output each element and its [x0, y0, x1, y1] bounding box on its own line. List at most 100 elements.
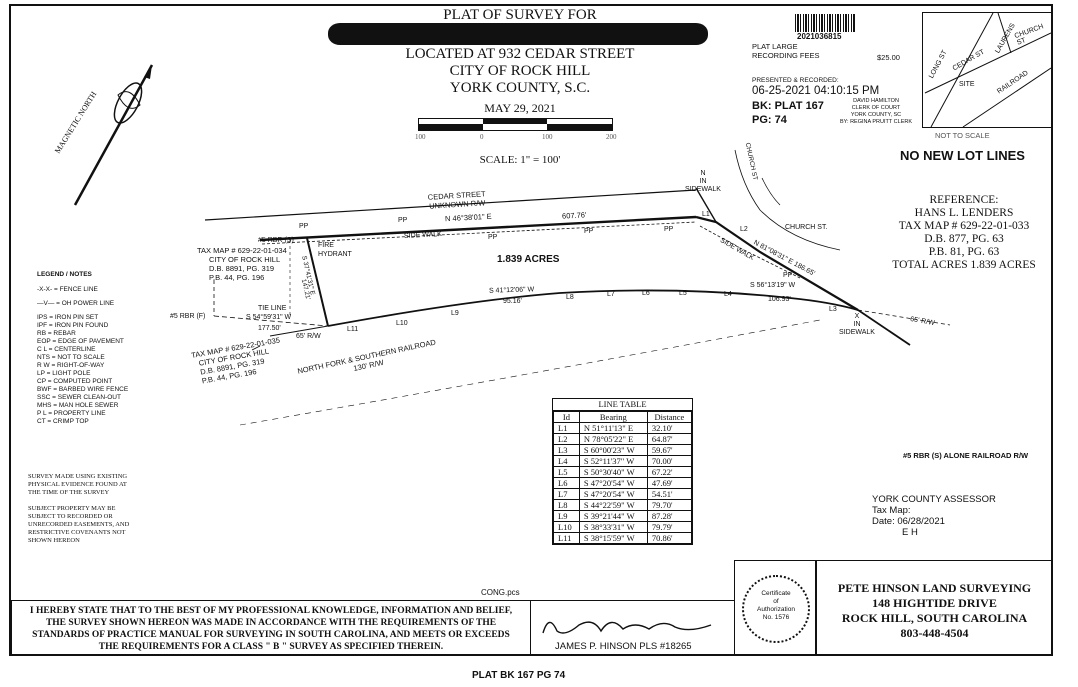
line-table-title: LINE TABLE [553, 399, 692, 411]
signature-graphic [542, 621, 712, 634]
legend-item: BWF = BARBED WIRE FENCE [37, 386, 129, 393]
north-arrow-icon [73, 64, 154, 206]
survey-date: MAY 29, 2021 [484, 101, 556, 115]
legend-item: C L = CENTERLINE [37, 346, 96, 353]
legend-item: LP = LIGHT POLE [37, 370, 91, 377]
scale-bar [418, 118, 613, 131]
signature-box: JAMES P. HINSON PLS #18265 [531, 600, 734, 656]
tie-bearing: S 54°59'31" W [246, 314, 292, 321]
church-st-label: CHURCH ST. [785, 224, 828, 231]
presented-label: PRESENTED & RECORDED: [752, 77, 839, 84]
rail-distance-2: 106.93' [768, 296, 791, 303]
rail-bearing-2: S 56°13'19" W [750, 282, 796, 289]
segment-label: L6 [642, 290, 650, 297]
rbr-s-label: #5 RBR (S) [258, 237, 294, 244]
power-pole-label: PP [584, 228, 594, 235]
file-name: CONG.pcs [481, 588, 520, 597]
legend-item: R W = RIGHT-OF-WAY [37, 362, 105, 369]
segment-label: L9 [451, 310, 459, 317]
tie-line-label: TIE LINE [258, 305, 287, 312]
tie-distance: 177.50' [258, 325, 281, 332]
legend-item: CP = COMPUTED POINT [37, 378, 113, 385]
legend: LEGEND / NOTES -X-X- = FENCE LINE —V— = … [37, 271, 167, 426]
barcode [795, 14, 855, 32]
county-line: YORK COUNTY, S.C. [449, 80, 591, 96]
tax-map-top: TAX MAP # 629-22-01-034 CITY OF ROCK HIL… [197, 246, 287, 282]
rail-distance: 95.16' [503, 298, 522, 305]
segment-label: L2 [740, 226, 748, 233]
legend-item: RB = REBAR [37, 330, 76, 337]
power-pole-label: PP [299, 223, 309, 230]
footer-plat-ref: PLAT BK 167 PG 74 [472, 670, 566, 681]
city-line: CITY OF ROCK HILL [449, 63, 591, 79]
scale-tick-label: 0 [480, 133, 484, 141]
legend-item: NTS = NOT TO SCALE [37, 354, 105, 361]
recorded-datetime: 06-25-2021 04:10:15 PM [752, 85, 880, 97]
redacted-owner-name [328, 23, 708, 45]
legend-item: EOP = EDGE OF PAVEMENT [37, 338, 124, 345]
scale-tick-label: 100 [542, 133, 553, 141]
segment-label: L8 [566, 294, 574, 301]
segment-label: L10 [396, 320, 408, 327]
segment-label: L11 [347, 326, 359, 333]
scale-text: SCALE: 1" = 100' [479, 154, 561, 166]
legend-title: LEGEND / NOTES [37, 271, 92, 278]
vicinity-site-label: SITE [959, 81, 975, 88]
acreage-label: 1.839 ACRES [497, 254, 560, 265]
legend-item: IPS = IRON PIN SET [37, 314, 99, 321]
legend-item: —V— = OH POWER LINE [37, 300, 115, 307]
plat-title: PLAT OF SURVEY FOR [443, 7, 597, 23]
fee-amount: $25.00 [877, 53, 900, 62]
segment-label: L7 [607, 291, 615, 298]
vicinity-lines [924, 13, 1051, 127]
legend-item: SSC = SEWER CLEAN-OUT [37, 394, 121, 401]
surveyor-statement: I HEREBY STATE THAT TO THE BEST OF MY PR… [11, 600, 531, 656]
power-pole-label: PP [398, 217, 408, 224]
reference-block: REFERENCE: HANS L. LENDERS TAX MAP # 629… [892, 194, 1036, 271]
rbr-f-label: #5 RBR (F) [170, 313, 206, 320]
segment-label: L4 [724, 291, 732, 298]
location-line: LOCATED AT 932 CEDAR STREET [405, 46, 635, 62]
front-distance: 607.76' [561, 210, 587, 221]
scale-tick-label: 200 [606, 133, 617, 141]
power-pole-label: PP [488, 234, 498, 241]
legend-item: P L = PROPERTY LINE [37, 410, 106, 417]
power-pole-label: PP [783, 272, 793, 279]
segment-label: L3 [829, 306, 837, 313]
rbr-alone-note: #5 RBR (S) ALONE RAILROAD R/W [903, 451, 1029, 460]
legend-item: IPF = IRON PIN FOUND [37, 322, 109, 329]
segment-label: L5 [679, 290, 687, 297]
legend-item: -X-X- = FENCE LINE [37, 286, 98, 293]
drawing-border [9, 4, 1053, 656]
rw-label: 65' R/W [296, 333, 321, 340]
not-to-scale: NOT TO SCALE [935, 131, 990, 140]
vicinity-map: LAURENS CHURCH ST LONG ST CEDAR ST SITE … [922, 12, 1052, 128]
assessor-block: YORK COUNTY ASSESSOR Tax Map: Date: 06/2… [872, 494, 996, 538]
legend-item: MHS = MAN HOLE SEWER [37, 402, 119, 409]
scale-tick-label: 100 [415, 133, 426, 141]
segment-label: L1 [702, 211, 710, 218]
